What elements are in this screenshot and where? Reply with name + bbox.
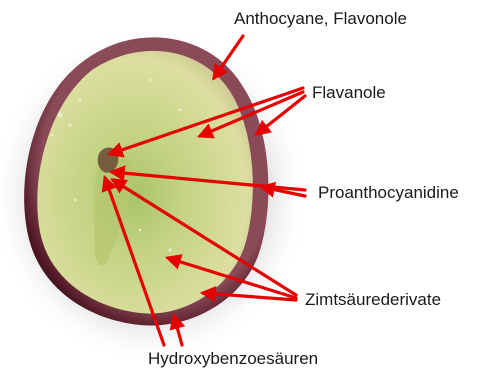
label-flavanole: Flavanole: [312, 83, 386, 102]
label-hydroxybenzoe: Hydroxybenzoesäuren: [148, 349, 318, 368]
label-anthocyane: Anthocyane, Flavonole: [234, 9, 407, 28]
label-zimtsaeure: Zimtsäurederivate: [305, 290, 441, 309]
label-proanthocyanidine: Proanthocyanidine: [318, 183, 459, 202]
